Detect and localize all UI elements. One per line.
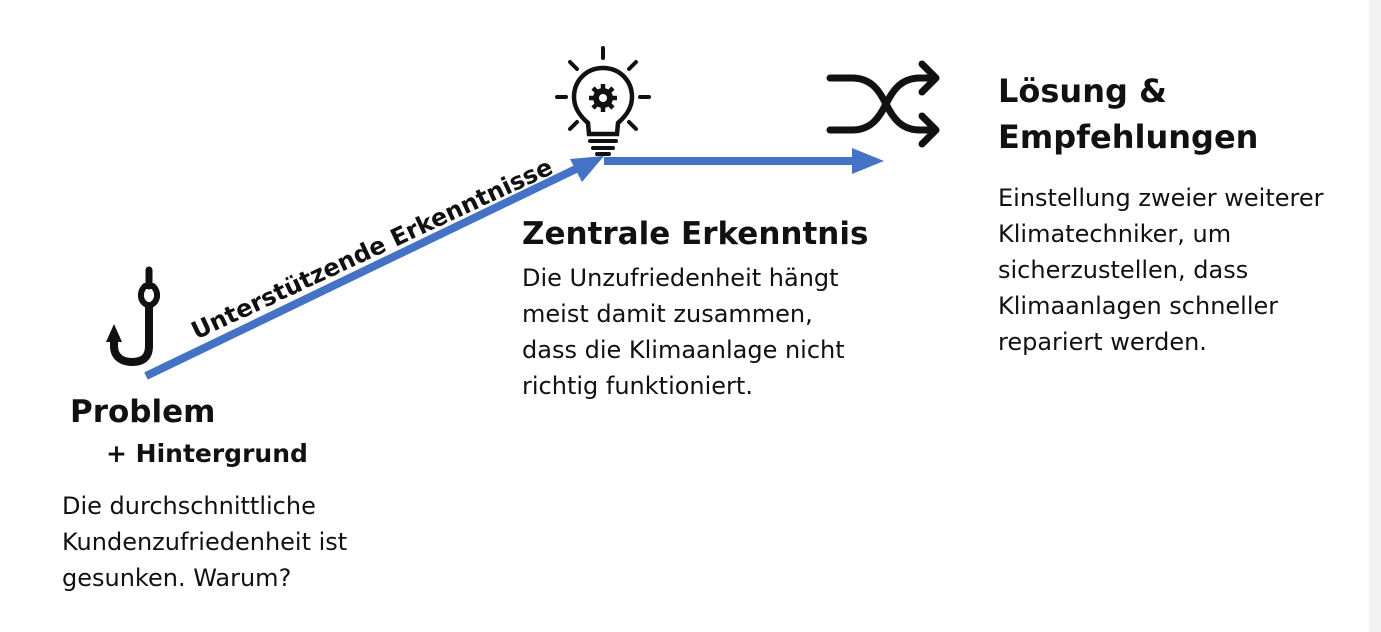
- insight-heading: Zentrale Erkenntnis: [522, 216, 869, 252]
- insight-description-line: richtig funktioniert.: [522, 372, 753, 400]
- arrow-insight-to-solution: [604, 148, 884, 174]
- hook-icon: [106, 266, 161, 366]
- insight-description-line: meist damit zusammen,: [522, 300, 813, 328]
- problem-description: Die durchschnittliche Kundenzufriedenhei…: [62, 488, 347, 596]
- solution-description-line: Einstellung zweier weiterer: [998, 184, 1324, 212]
- problem-description-line: gesunken. Warum?: [62, 564, 292, 592]
- insight-description: Die Unzufriedenheit hängt meist damit zu…: [522, 260, 845, 404]
- arrow-problem-to-insight: [144, 156, 604, 380]
- solution-description: Einstellung zweier weiterer Klimatechnik…: [998, 180, 1323, 360]
- solution-description-line: sicherzustellen, dass: [998, 256, 1249, 284]
- solution-description-line: Klimatechniker, um: [998, 220, 1232, 248]
- insight-description-line: Die Unzufriedenheit hängt: [522, 264, 839, 292]
- problem-subheading: + Hintergrund: [106, 439, 308, 468]
- right-edge-divider: [1369, 0, 1381, 632]
- solution-heading: Lösung & Empfehlungen: [998, 68, 1258, 160]
- problem-heading: Problem: [70, 394, 216, 430]
- solution-heading-line: Lösung &: [998, 72, 1167, 110]
- insight-description-line: dass die Klimaanlage nicht: [522, 336, 845, 364]
- solution-heading-line: Empfehlungen: [998, 118, 1259, 156]
- problem-description-line: Die durchschnittliche: [62, 492, 316, 520]
- problem-description-line: Kundenzufriedenheit ist: [62, 528, 348, 556]
- solution-description-line: repariert werden.: [998, 328, 1207, 356]
- solution-description-line: Klimaanlagen schneller: [998, 292, 1279, 320]
- shuffle-icon: [826, 60, 940, 148]
- lightbulb-gear-icon: [555, 46, 651, 156]
